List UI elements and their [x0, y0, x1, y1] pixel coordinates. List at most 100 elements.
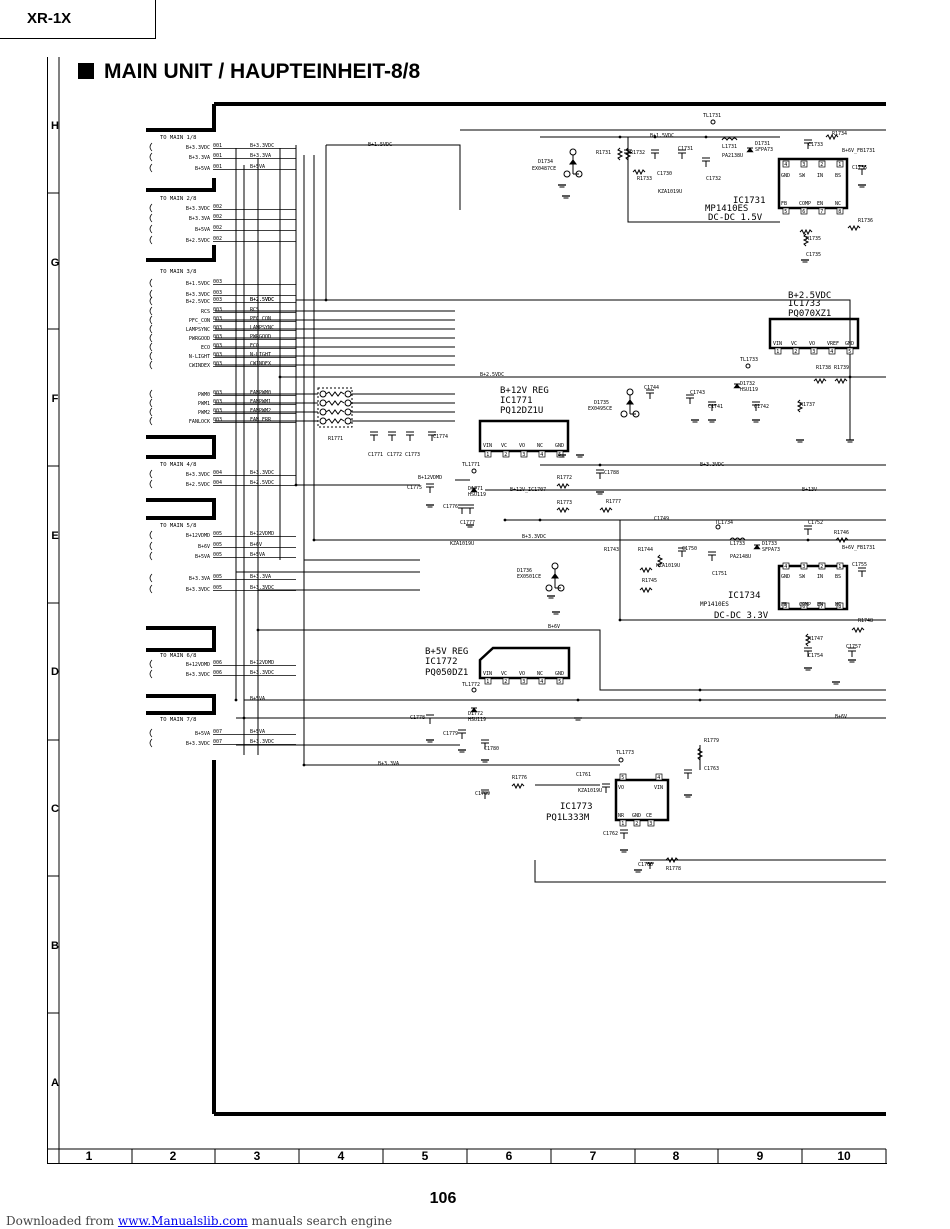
capacitor-symbol: [426, 714, 434, 724]
ic1773-part: PQ1L333M: [546, 813, 590, 823]
ic-texts: IC1731 MP1410ES DC-DC 1.5V B+2.5VDC IC17…: [425, 196, 831, 823]
ic-pin: [520, 450, 528, 458]
ic-pin-label: VO: [809, 341, 815, 347]
connector-pin-net: ECO: [250, 343, 259, 349]
d1736-label: D1736: [517, 568, 532, 574]
ic-pin: [836, 160, 844, 168]
net-b12vic-label: B+12V_IC1707: [510, 487, 546, 493]
ic-pin-label: SW: [799, 574, 806, 580]
connector-pin-number: 002: [213, 204, 222, 210]
capacitor-symbol: [466, 504, 474, 514]
ic-pin-number: 5: [784, 209, 787, 215]
c1732-label: C1732: [706, 176, 721, 182]
ic1771-part: PQ12DZ1U: [500, 406, 543, 416]
net-b15-label: B+1.5VDC: [368, 142, 392, 148]
ic1771-name: IC1771: [500, 396, 533, 406]
ic1733-part: PQ070XZ1: [788, 309, 831, 319]
test-point: [471, 687, 477, 693]
capacitor-symbol: [678, 149, 686, 159]
connector-pin-number: 002: [213, 236, 222, 242]
ground-symbol: [481, 759, 489, 763]
connector-pin-name: LAMPSYNC: [186, 327, 210, 333]
r1779-label: R1779: [704, 738, 719, 744]
capacitor-symbol: [596, 469, 604, 479]
vertical-buses: [235, 145, 327, 765]
ground-symbol: [547, 595, 555, 599]
ic-pin: [782, 602, 790, 610]
ic-pin-number: 8: [838, 209, 841, 215]
resistor-symbol: [802, 233, 810, 247]
ic-pin: [846, 347, 854, 355]
row-label-h: H: [51, 120, 59, 132]
c1772-label: C1772: [387, 452, 402, 458]
resistor-symbol: [656, 554, 664, 568]
connector-pin-name: B+3.3VDC: [186, 741, 210, 747]
ic-pin: [800, 602, 808, 610]
ic-pin-number: 3: [649, 821, 652, 827]
board-outline: [146, 102, 886, 1116]
junction-dot: [503, 518, 507, 522]
connector-pin-number: 002: [213, 225, 222, 231]
net-b15b-label: B+1.5VDC: [650, 133, 674, 139]
footer-link[interactable]: www.Manualslib.com: [117, 1214, 248, 1228]
ic-pin-label: EN: [817, 201, 823, 207]
ic-pin-label: GND: [555, 671, 564, 677]
ic-pin-label: GND: [781, 173, 790, 179]
col-label-5: 5: [421, 1149, 429, 1163]
ground-symbol: [620, 849, 628, 853]
l1733-part: PA2148U: [730, 554, 751, 560]
ic-pin: [818, 562, 826, 570]
ic-pin: [484, 450, 492, 458]
resistor-symbol: [834, 377, 848, 385]
connector-pin-name: B+12VDMD: [186, 533, 210, 539]
ic-pin-label: NC: [537, 443, 543, 449]
r1776-label: R1776: [512, 775, 527, 781]
r1731-label: R1731: [596, 150, 611, 156]
capacitor-symbol: [651, 149, 659, 159]
resistor-symbol: [796, 399, 804, 413]
c1789-label: C1789: [475, 791, 490, 797]
r1738-label: R1738: [816, 365, 831, 371]
resistor-symbol: [799, 228, 813, 236]
d1771-label: D1771: [468, 486, 483, 492]
connector-pin-net: B+3.3VA: [250, 153, 271, 159]
ground-symbol: [804, 667, 812, 671]
r1771-label: R1771: [328, 436, 343, 442]
connector-pin-net: FAN_ERR: [250, 417, 272, 423]
resistor-symbol: [851, 626, 865, 634]
connector-texts: TO MAIN 1/8 TO MAIN 2/8 TO MAIN 3/8 TO M…: [160, 135, 196, 723]
ic-pin-label: VC: [501, 443, 507, 449]
junction-dot: [806, 538, 810, 542]
ic-pin: [520, 677, 528, 685]
components: [234, 119, 866, 873]
resistor-symbol: [599, 506, 613, 514]
connector-pin-name: ECO: [201, 345, 210, 351]
connector-pin-number: 003: [213, 417, 222, 423]
ic-pin: [818, 160, 826, 168]
resistor-symbol: [556, 506, 570, 514]
connector-pin-name: B+12VDMD: [186, 662, 210, 668]
ground-symbol: [574, 717, 582, 721]
connector-pin-name: B+3.3VDC: [186, 292, 210, 298]
ic-pin-number: 4: [540, 452, 543, 458]
ic-pin-number: 4: [784, 564, 787, 570]
ic-pin-number: 5: [621, 775, 624, 781]
connector-pin-number: 007: [213, 739, 222, 745]
capacitor-symbol: [708, 401, 716, 411]
ic-pin-label: VC: [501, 671, 507, 677]
ic-pin-number: 3: [802, 162, 805, 168]
test-point: [471, 468, 477, 474]
ic-pin-number: 3: [802, 564, 805, 570]
inductor-symbol: [721, 137, 738, 141]
capacitor-symbol: [678, 547, 686, 557]
d1731-part: SFPA73: [755, 147, 773, 153]
